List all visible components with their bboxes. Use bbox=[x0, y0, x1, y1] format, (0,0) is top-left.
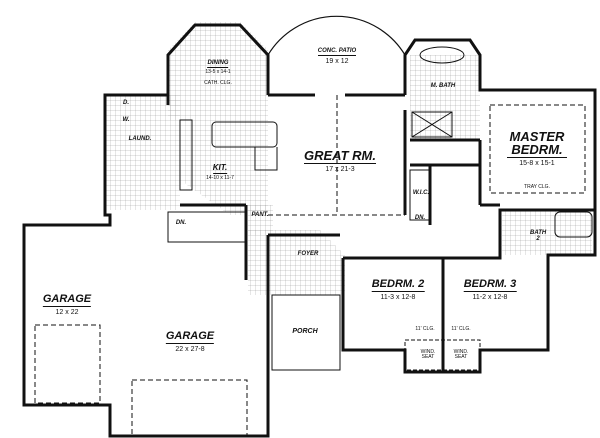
label-bedroom-3: BEDRM. 3 11-2 x 12-8 bbox=[463, 275, 517, 301]
room-dims: 13-5 x 14-1 bbox=[205, 69, 231, 75]
room-dims: 12 x 22 bbox=[55, 309, 79, 316]
room-dims: 11-3 x 12-8 bbox=[380, 294, 416, 301]
room-name: GREAT RM. bbox=[304, 148, 376, 164]
fixtures bbox=[34, 46, 593, 437]
ceiling-note: CATH. CLG. bbox=[204, 80, 232, 86]
room-name: DINING bbox=[207, 60, 229, 68]
bed2-window-seat: WIND. SEAT bbox=[420, 349, 436, 360]
room-name: GARAGE bbox=[42, 293, 92, 307]
label-dining: DINING 13-5 x 14-1 CATH. CLG. bbox=[204, 52, 232, 86]
room-dims: 11-2 x 12-8 bbox=[472, 294, 508, 301]
label-garage-1: GARAGE 12 x 22 bbox=[42, 290, 92, 316]
label-master-bedroom: MASTER BEDRM. 15-8 x 15-1 bbox=[507, 130, 567, 167]
bed2-ceiling-note: 11' CLG. bbox=[415, 326, 435, 332]
room-name: MASTER BEDRM. bbox=[507, 130, 567, 158]
bed3-ceiling-note: 11' CLG. bbox=[451, 326, 471, 332]
room-name: GARAGE bbox=[165, 330, 215, 344]
label-pantry: PANT. bbox=[251, 212, 269, 218]
room-name: BEDRM. 2 bbox=[371, 278, 425, 292]
label-laundry: LAUND. bbox=[128, 136, 152, 142]
room-dims: 15-8 x 15-1 bbox=[519, 160, 555, 167]
room-name: KIT. bbox=[212, 163, 228, 174]
tile-floors bbox=[105, 22, 592, 295]
label-dryer: D. bbox=[123, 100, 129, 106]
label-bath-2: BATH 2 bbox=[530, 230, 547, 242]
label-stairs-down-2: DN. bbox=[414, 215, 426, 221]
tray-ceiling-note: TRAY CLG. bbox=[524, 184, 550, 190]
room-dims: 14-10 x 11-7 bbox=[206, 175, 234, 181]
room-dims: 22 x 27-8 bbox=[175, 346, 205, 353]
label-bedroom-2: BEDRM. 2 11-3 x 12-8 bbox=[371, 275, 425, 301]
label-garage-2: GARAGE 22 x 27-8 bbox=[165, 327, 215, 353]
room-dims: 17 x 21-3 bbox=[325, 166, 355, 173]
label-foyer: FOYER bbox=[297, 251, 319, 257]
room-name: BEDRM. 3 bbox=[463, 278, 517, 292]
patio-arc bbox=[267, 15, 406, 56]
bed3-window-seat: WIND. SEAT bbox=[453, 349, 469, 360]
label-wic: W.I.C. bbox=[412, 190, 430, 196]
label-washer: W. bbox=[122, 117, 130, 123]
label-porch: PORCH bbox=[292, 328, 318, 335]
label-great-room: GREAT RM. 17 x 21-3 bbox=[304, 148, 376, 173]
room-dims: 19 x 12 bbox=[325, 58, 349, 65]
room-name: CONC. PATIO bbox=[317, 48, 357, 56]
label-kitchen: KIT. 14-10 x 11-7 bbox=[206, 158, 234, 181]
label-patio: CONC. PATIO 19 x 12 bbox=[317, 40, 357, 65]
label-m-bath: M. BATH bbox=[430, 83, 456, 89]
label-stairs-down: DN. bbox=[175, 220, 187, 226]
